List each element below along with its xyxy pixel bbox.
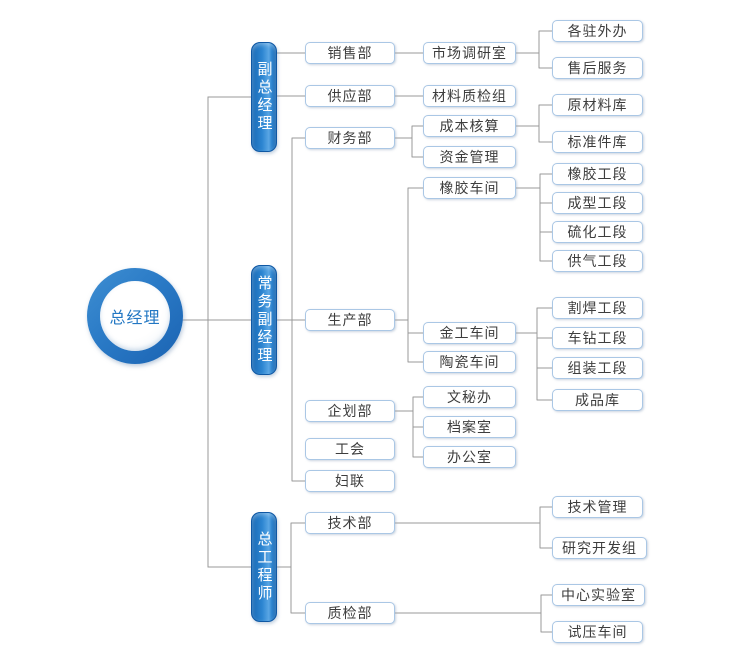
node-ceramic-workshop: 陶瓷车间 <box>423 351 516 373</box>
connector-line <box>539 173 553 262</box>
node-label: 总经理 <box>109 308 161 327</box>
connector-line <box>291 137 306 482</box>
node-general-manager: 总经理 <box>87 268 183 364</box>
node-cost-accounting: 成本核算 <box>423 115 516 137</box>
node-material-inspection-team: 材料质检组 <box>423 85 516 107</box>
circle-inner: 总经理 <box>100 281 170 351</box>
node-branch-offices-abroad: 各驻外办 <box>552 20 643 42</box>
node-label: 副总经理 <box>255 61 274 133</box>
node-labor-union: 工会 <box>305 438 395 460</box>
node-molding-section: 成型工段 <box>552 192 643 214</box>
node-finance-dept: 财务部 <box>305 127 395 149</box>
node-secretary-office: 文秘办 <box>423 386 516 408</box>
node-pressure-test-workshop: 试压车间 <box>552 621 643 643</box>
node-rubber-workshop: 橡胶车间 <box>423 177 516 199</box>
node-vulcanization-section: 硫化工段 <box>552 221 643 243</box>
node-deputy-general-manager: 副总经理 <box>251 42 277 152</box>
node-finished-goods-warehouse: 成品库 <box>552 389 643 411</box>
connector-line <box>540 594 553 633</box>
node-welding-section: 割焊工段 <box>552 297 643 319</box>
node-fund-management: 资金管理 <box>423 146 516 168</box>
node-lathe-drill-section: 车钻工段 <box>552 327 643 349</box>
connector-line <box>411 125 424 158</box>
node-archives-room: 档案室 <box>423 416 516 438</box>
node-after-sales-service: 售后服务 <box>552 57 643 79</box>
node-supply-dept: 供应部 <box>305 85 395 107</box>
node-rubber-section: 橡胶工段 <box>552 163 643 185</box>
connector-line <box>538 104 553 143</box>
node-research-development-team: 研究开发组 <box>552 537 647 559</box>
node-sales-dept: 销售部 <box>305 42 395 64</box>
node-womens-federation: 妇联 <box>305 470 395 492</box>
node-quality-inspection-dept: 质检部 <box>305 602 395 624</box>
node-planning-dept: 企划部 <box>305 400 395 422</box>
node-metal-workshop: 金工车间 <box>423 322 516 344</box>
node-executive-deputy-manager: 常务副经理 <box>251 265 277 375</box>
node-gas-supply-section: 供气工段 <box>552 250 643 272</box>
node-standard-parts-warehouse: 标准件库 <box>552 131 643 153</box>
node-technical-management: 技术管理 <box>552 496 643 518</box>
connector-line <box>407 187 424 363</box>
node-raw-material-warehouse: 原材料库 <box>552 94 643 116</box>
node-central-laboratory: 中心实验室 <box>552 584 645 606</box>
node-production-dept: 生产部 <box>305 309 395 331</box>
node-chief-engineer: 总工程师 <box>251 512 277 622</box>
node-label: 总工程师 <box>255 531 274 603</box>
node-market-research-office: 市场调研室 <box>423 42 516 64</box>
node-label: 常务副经理 <box>255 275 274 365</box>
node-general-office: 办公室 <box>423 446 516 468</box>
node-technology-dept: 技术部 <box>305 512 395 534</box>
node-assembly-section: 组装工段 <box>552 357 643 379</box>
connector-line <box>538 30 553 69</box>
connector-line <box>536 307 553 401</box>
connector-line <box>290 522 306 614</box>
connector-line <box>539 506 553 549</box>
